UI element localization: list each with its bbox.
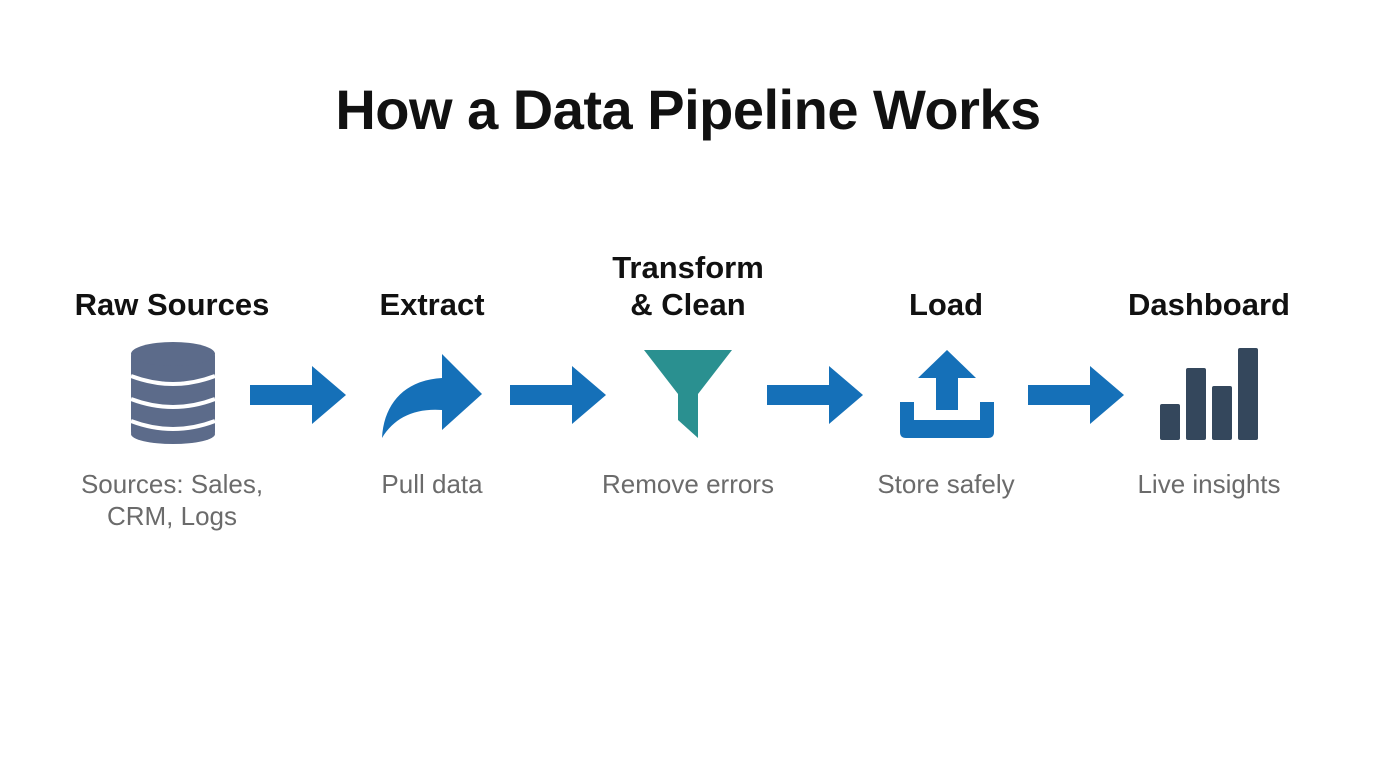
curved-arrow-icon	[382, 354, 482, 438]
bar-chart-icon	[1160, 348, 1258, 440]
stage-description-load: Store safely	[877, 469, 1015, 499]
stage-label-raw-sources: Raw Sources	[74, 287, 270, 322]
diagram-title: How a Data Pipeline Works	[335, 78, 1041, 141]
flow-arrow-2	[510, 366, 606, 424]
stage-label-transform-line1: Transform	[612, 250, 764, 285]
database-icon	[130, 342, 216, 444]
stage-description-transform: Remove errors	[602, 469, 774, 499]
stage-description-raw-sources-line2: CRM, Logs	[106, 501, 238, 531]
stage-description-raw-sources-line1: Sources: Sales,	[80, 469, 264, 499]
stage-description-extract: Pull data	[381, 469, 483, 499]
stage-description-dashboard: Live insights	[1137, 469, 1281, 499]
upload-tray-icon	[900, 350, 994, 438]
stage-label-extract: Extract	[379, 287, 485, 322]
flow-arrow-1	[250, 366, 346, 424]
stage-label-dashboard: Dashboard	[1128, 287, 1290, 322]
stage-label-transform-line2: & Clean	[630, 287, 746, 322]
flow-arrow-3	[767, 366, 863, 424]
stage-label-load: Load	[908, 287, 984, 322]
funnel-icon	[644, 350, 732, 438]
flow-arrow-4	[1028, 366, 1124, 424]
